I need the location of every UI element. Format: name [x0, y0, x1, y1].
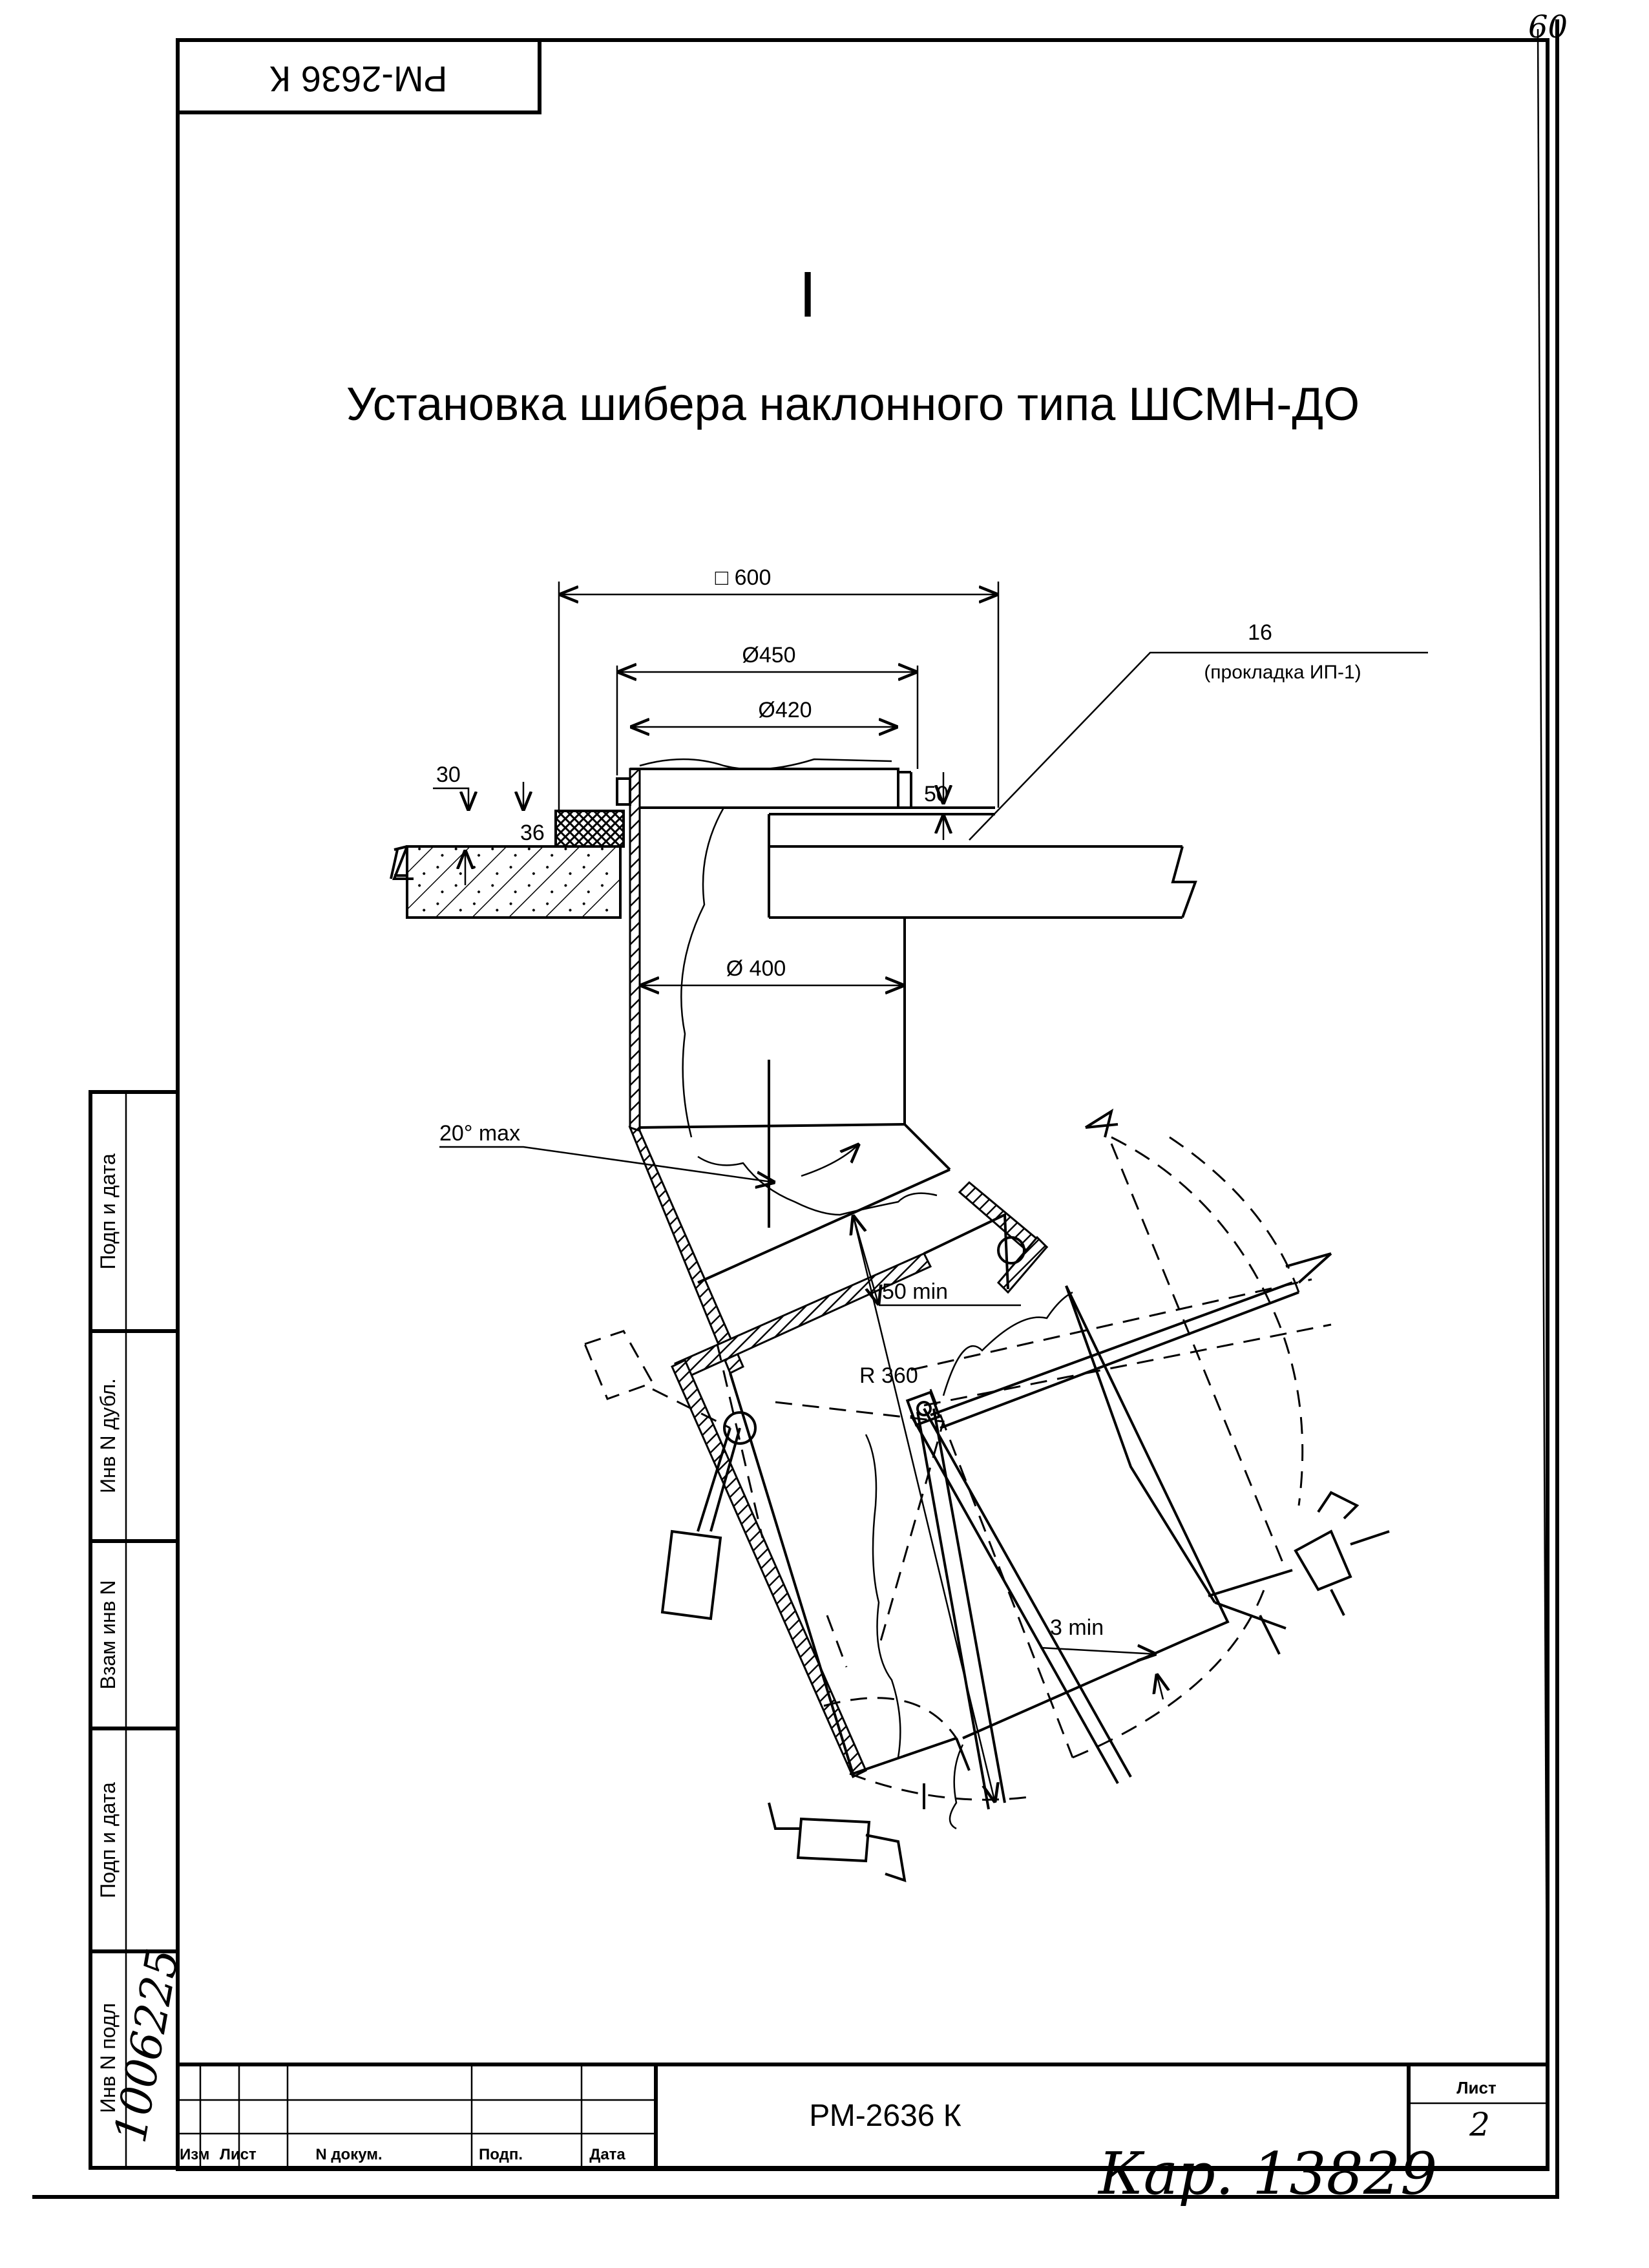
side-stamp: [89, 1090, 180, 2170]
tb-doc-code: РМ-2636 К: [809, 2099, 961, 2133]
dim-dia-400: Ø 400: [726, 956, 786, 981]
tb-header-doc: N докум.: [315, 2146, 382, 2163]
dim-radius: R 360: [859, 1363, 918, 1388]
side-label-2: Инв N дубл.: [96, 1378, 120, 1493]
clamp-right: [1208, 1491, 1390, 1655]
sheet-frame: [32, 19, 1559, 2199]
counterweight: [583, 1330, 741, 1621]
dim-50-min: 50 min: [882, 1279, 948, 1304]
signature: Кар. 13829: [1097, 2140, 1437, 2208]
position-16: 16: [1248, 620, 1272, 645]
clamp-bottom: [768, 1802, 907, 1882]
hinge-pin-upper: [997, 1236, 1025, 1265]
dimension-lines: [433, 582, 1428, 1803]
title-block: [176, 2063, 1549, 2170]
tb-header-date: Дата: [589, 2146, 625, 2163]
dim-angle: 20° max: [439, 1121, 520, 1146]
rotated-stamp-box: РМ-2636 К: [176, 38, 541, 114]
tb-header-sign: Подп.: [479, 2146, 523, 2163]
shaft-arm: [905, 1252, 1332, 1810]
gasket-pad: [554, 810, 625, 848]
pad-note: (прокладка ИП-1): [1204, 662, 1361, 683]
swing-arrow: [1084, 1108, 1119, 1138]
tb-header-izm: Изм: [180, 2146, 209, 2163]
tb-sheet-label: Лист: [1456, 2078, 1497, 2097]
dim-3-min: 3 min: [1050, 1615, 1104, 1640]
tb-sheet-number: 2: [1469, 2106, 1490, 2143]
side-label-4: Подп и дата: [96, 1782, 120, 1898]
hinge-pin-lower: [723, 1411, 757, 1445]
side-label-3: Взам инв N: [96, 1580, 120, 1689]
floor-slab: [390, 813, 1197, 919]
side-label-1: Подп и дата: [96, 1153, 120, 1270]
vertical-duct: [616, 758, 995, 1228]
dim-square-600: □ 600: [715, 565, 772, 590]
dim-50: 50: [924, 782, 949, 806]
dim-36: 36: [520, 821, 545, 845]
side-label-5: Инв N подл: [96, 2003, 120, 2113]
dim-dia-420: Ø420: [758, 698, 812, 722]
drawing-title: Установка шибера наклонного типа ШСМН-ДО: [346, 379, 1360, 430]
corner-number: 60: [1528, 9, 1568, 45]
rotated-stamp-text: РМ-2636 К: [269, 59, 447, 100]
dim-dia-450: Ø450: [742, 643, 795, 667]
tb-header-list: Лист: [220, 2146, 257, 2163]
dim-30: 30: [436, 762, 461, 787]
view-marker: I: [799, 258, 817, 331]
